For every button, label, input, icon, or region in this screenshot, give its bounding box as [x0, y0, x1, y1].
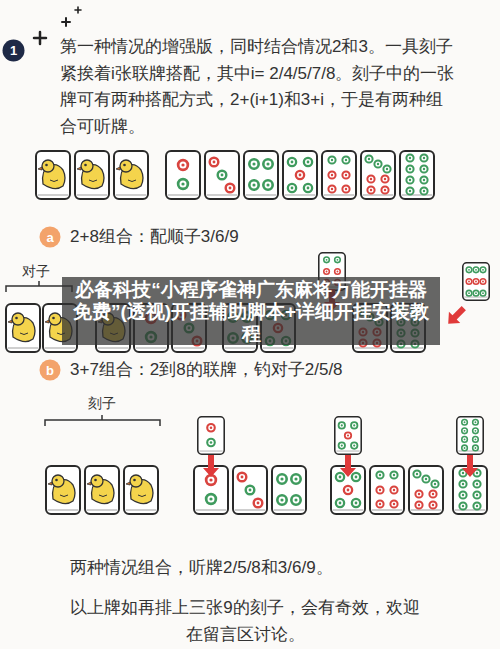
tile-row — [46, 417, 487, 514]
badge-circle — [3, 40, 25, 62]
badge-label: 1 — [10, 44, 17, 57]
mahjong-tile — [6, 304, 40, 352]
mahjong-tile — [124, 466, 158, 514]
description-text: 第一种情况的增强版，同时结合情况2和3。一具刻子紧挨着i张联牌搭配，其中i= 2… — [60, 34, 458, 140]
red-arrow — [340, 455, 356, 477]
badge-circle — [40, 227, 61, 248]
mahjong-tile — [244, 151, 278, 199]
mahjong-tile — [272, 466, 306, 514]
group-label: 对子 — [22, 262, 82, 280]
red-arrow — [203, 455, 219, 477]
mahjong-tile — [463, 263, 489, 300]
tile-row — [36, 151, 434, 199]
watermark: 必备科技“小程序雀神广东麻将万能开挂器免费”(透视)开挂辅助脚本+详细开挂安装教… — [70, 279, 432, 345]
mahjong-tile — [283, 151, 317, 199]
closing-note: 以上牌如再排上三张9的刻子，会有奇效，欢迎在留言区讨论。 — [62, 594, 428, 648]
mahjong-tile — [457, 417, 483, 454]
watermark-band — [62, 277, 440, 345]
case-heading: 3+7组合：2到8的联牌，钓对子2/5/8 — [70, 359, 470, 381]
badge-circle — [40, 360, 61, 381]
mahjong-tile — [400, 151, 434, 199]
tile-row — [6, 253, 489, 352]
mahjong-tile — [361, 151, 395, 199]
red-arrow — [443, 303, 470, 330]
mahjong-tile — [370, 466, 404, 514]
mahjong-tile — [166, 151, 200, 199]
mahjong-tile — [114, 151, 148, 199]
mahjong-tile — [36, 151, 70, 199]
step-badge: 1 — [2, 39, 25, 62]
mahjong-tile — [335, 417, 361, 454]
mahjong-tile — [198, 417, 224, 454]
badge-label: b — [46, 364, 54, 377]
summary-text: 两种情况组合，听牌2/5/8和3/6/9。 — [70, 557, 480, 579]
mahjong-tile — [75, 151, 109, 199]
mahjong-tile — [233, 466, 267, 514]
mahjong-tile — [409, 466, 443, 514]
badge-label: a — [46, 231, 53, 244]
group-label: 刻子 — [88, 394, 148, 412]
step-badge: a — [39, 226, 61, 248]
mahjong-tile — [46, 466, 80, 514]
case-heading: 2+8组合：配顺子3/6/9 — [70, 226, 400, 248]
mahjong-tile — [322, 151, 356, 199]
red-arrow — [462, 455, 478, 477]
mahjong-tile — [205, 151, 239, 199]
step-badge: b — [39, 359, 61, 381]
mahjong-tile — [85, 466, 119, 514]
bracket — [45, 415, 160, 426]
